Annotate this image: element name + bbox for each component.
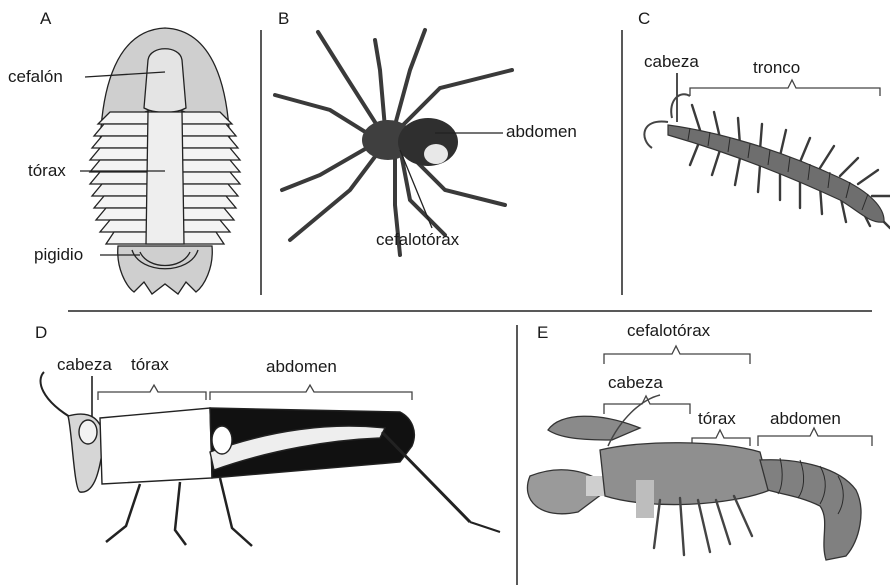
bracket-cefalotorax-e — [604, 346, 750, 364]
panel-c-letter: C — [638, 9, 650, 28]
grasshopper-eye — [79, 420, 97, 444]
panel-d: D cabeza tórax abdomen — [35, 323, 500, 546]
bracket-torax-d — [98, 385, 206, 400]
panel-c: C cabeza tronco — [638, 9, 890, 228]
label-pigidio: pigidio — [34, 245, 83, 264]
bracket-tronco — [690, 80, 880, 96]
centipede-illustration — [644, 94, 890, 228]
lobster-claw-upper — [548, 416, 640, 440]
bracket-abdomen-e — [758, 428, 872, 446]
label-cabeza-e: cabeza — [608, 373, 663, 392]
panel-e-letter: E — [537, 323, 548, 342]
trilobite-illustration — [90, 28, 240, 294]
lobster-abdomen — [760, 460, 861, 560]
label-torax-a: tórax — [28, 161, 66, 180]
axial-lobe — [146, 112, 184, 244]
panel-e: E cefalotórax cabeza tórax abdomen — [527, 321, 872, 560]
label-cabeza-d: cabeza — [57, 355, 112, 374]
lobster-claw-highlight — [586, 476, 604, 496]
bracket-abdomen-d — [210, 385, 412, 400]
panel-d-letter: D — [35, 323, 47, 342]
label-tronco: tronco — [753, 58, 800, 77]
grasshopper-spot — [212, 426, 232, 454]
label-cabeza-c: cabeza — [644, 52, 699, 71]
panel-a-letter: A — [40, 9, 52, 28]
panel-b: B abdomen cefalotórax — [275, 9, 577, 255]
label-torax-e: tórax — [698, 409, 736, 428]
panel-a: A — [8, 9, 240, 294]
bracket-cabeza-e — [604, 396, 690, 414]
label-abdomen-d: abdomen — [266, 357, 337, 376]
grasshopper-illustration — [41, 372, 500, 546]
label-cefalotorax-e: cefalotórax — [627, 321, 711, 340]
pygidium — [118, 246, 213, 294]
panel-b-letter: B — [278, 9, 289, 28]
grasshopper-thorax — [100, 408, 212, 484]
spider-abdomen-highlight — [424, 144, 448, 164]
centipede-body — [668, 125, 884, 222]
label-cefalon: cefalón — [8, 67, 63, 86]
label-abdomen-b: abdomen — [506, 122, 577, 141]
glabella — [144, 49, 186, 113]
label-cefalotorax-b: cefalotórax — [376, 230, 460, 249]
lobster-leg-highlight — [636, 480, 654, 518]
lobster-carapace — [600, 443, 770, 505]
label-torax-d: tórax — [131, 355, 169, 374]
label-abdomen-e: abdomen — [770, 409, 841, 428]
